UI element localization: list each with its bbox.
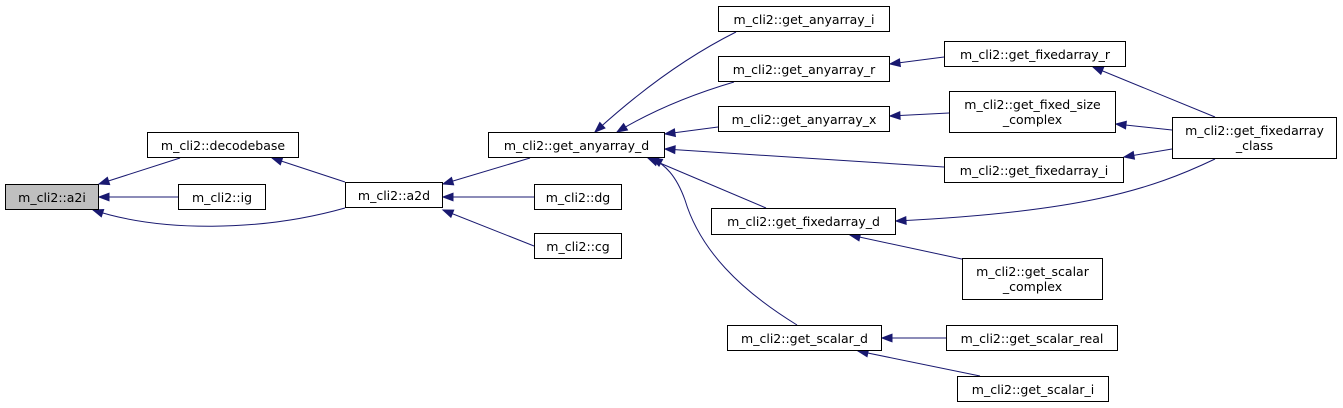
arrowhead <box>1091 66 1105 76</box>
arrowhead <box>441 176 455 186</box>
node-get-fixed-size-complex[interactable]: m_cli2::get_fixed_size _complex <box>949 91 1116 133</box>
arrowhead <box>270 156 284 166</box>
node-a2d[interactable]: m_cli2::a2d <box>345 182 443 208</box>
arrowhead <box>441 192 454 202</box>
node-dg[interactable]: m_cli2::dg <box>534 184 622 210</box>
arrowhead <box>663 145 676 155</box>
node-get-anyarray-d[interactable]: m_cli2::get_anyarray_d <box>488 132 665 158</box>
arrowhead <box>880 333 893 343</box>
node-get-scalar-real[interactable]: m_cli2::get_scalar_real <box>946 325 1118 351</box>
edge-a2d-to-a2i <box>92 207 346 227</box>
edge-a2d-to-decodebase <box>271 157 346 183</box>
node-get-fixedarray-class[interactable]: m_cli2::get_fixedarray _class <box>1172 117 1337 159</box>
arrowhead <box>97 192 110 202</box>
arrowhead <box>894 215 907 226</box>
node-get-fixedarray-r[interactable]: m_cli2::get_fixedarray_r <box>944 41 1126 67</box>
node-get-scalar-complex[interactable]: m_cli2::get_scalar _complex <box>962 258 1103 300</box>
arrowhead <box>888 58 901 68</box>
node-a2i[interactable]: m_cli2::a2i <box>5 184 99 210</box>
arrowhead <box>593 121 606 133</box>
arrowhead <box>441 209 455 219</box>
edge-decodebase-to-a2i <box>98 157 181 185</box>
edge-cg-to-a2d <box>442 209 535 247</box>
node-get-anyarray-r[interactable]: m_cli2::get_anyarray_r <box>718 56 890 82</box>
edge-get-anyarray-r-to-get-anyarray-d <box>616 81 735 133</box>
arrowhead <box>888 110 901 120</box>
node-get-fixedarray-d[interactable]: m_cli2::get_fixedarray_d <box>711 208 896 235</box>
node-get-fixedarray-i[interactable]: m_cli2::get_fixedarray_i <box>944 157 1124 183</box>
arrowhead <box>91 208 105 218</box>
arrowhead <box>615 122 629 133</box>
node-decodebase[interactable]: m_cli2::decodebase <box>147 132 299 158</box>
edge-get-scalar-d-to-get-anyarray-d <box>651 157 798 326</box>
edge-get-scalar-i-to-get-scalar-d <box>857 350 981 377</box>
edge-get-anyarray-i-to-get-anyarray-d <box>594 31 737 133</box>
arrowhead <box>1122 150 1136 160</box>
node-get-scalar-d[interactable]: m_cli2::get_scalar_d <box>727 325 882 351</box>
arrowhead <box>663 128 677 138</box>
node-get-anyarray-x[interactable]: m_cli2::get_anyarray_x <box>718 106 890 132</box>
arrowhead <box>1114 120 1127 130</box>
node-get-anyarray-i[interactable]: m_cli2::get_anyarray_i <box>718 6 890 32</box>
edge-get-fixedarray-i-to-get-anyarray-d <box>664 148 945 168</box>
node-ig[interactable]: m_cli2::ig <box>178 184 266 210</box>
edge-get-fixedarray-class-to-get-fixedarray-r <box>1092 66 1216 118</box>
edge-get-fixedarray-class-to-get-fixedarray-d <box>895 158 1216 222</box>
node-get-scalar-i[interactable]: m_cli2::get_scalar_i <box>957 376 1109 402</box>
arrowhead <box>650 157 664 167</box>
edge-get-anyarray-d-to-a2d <box>442 157 531 185</box>
arrowhead <box>97 176 111 186</box>
edge-get-scalar-complex-to-get-fixedarray-d <box>849 234 972 262</box>
edge-get-fixedarray-d-to-get-anyarray-d <box>647 157 767 209</box>
node-cg[interactable]: m_cli2::cg <box>534 233 622 259</box>
